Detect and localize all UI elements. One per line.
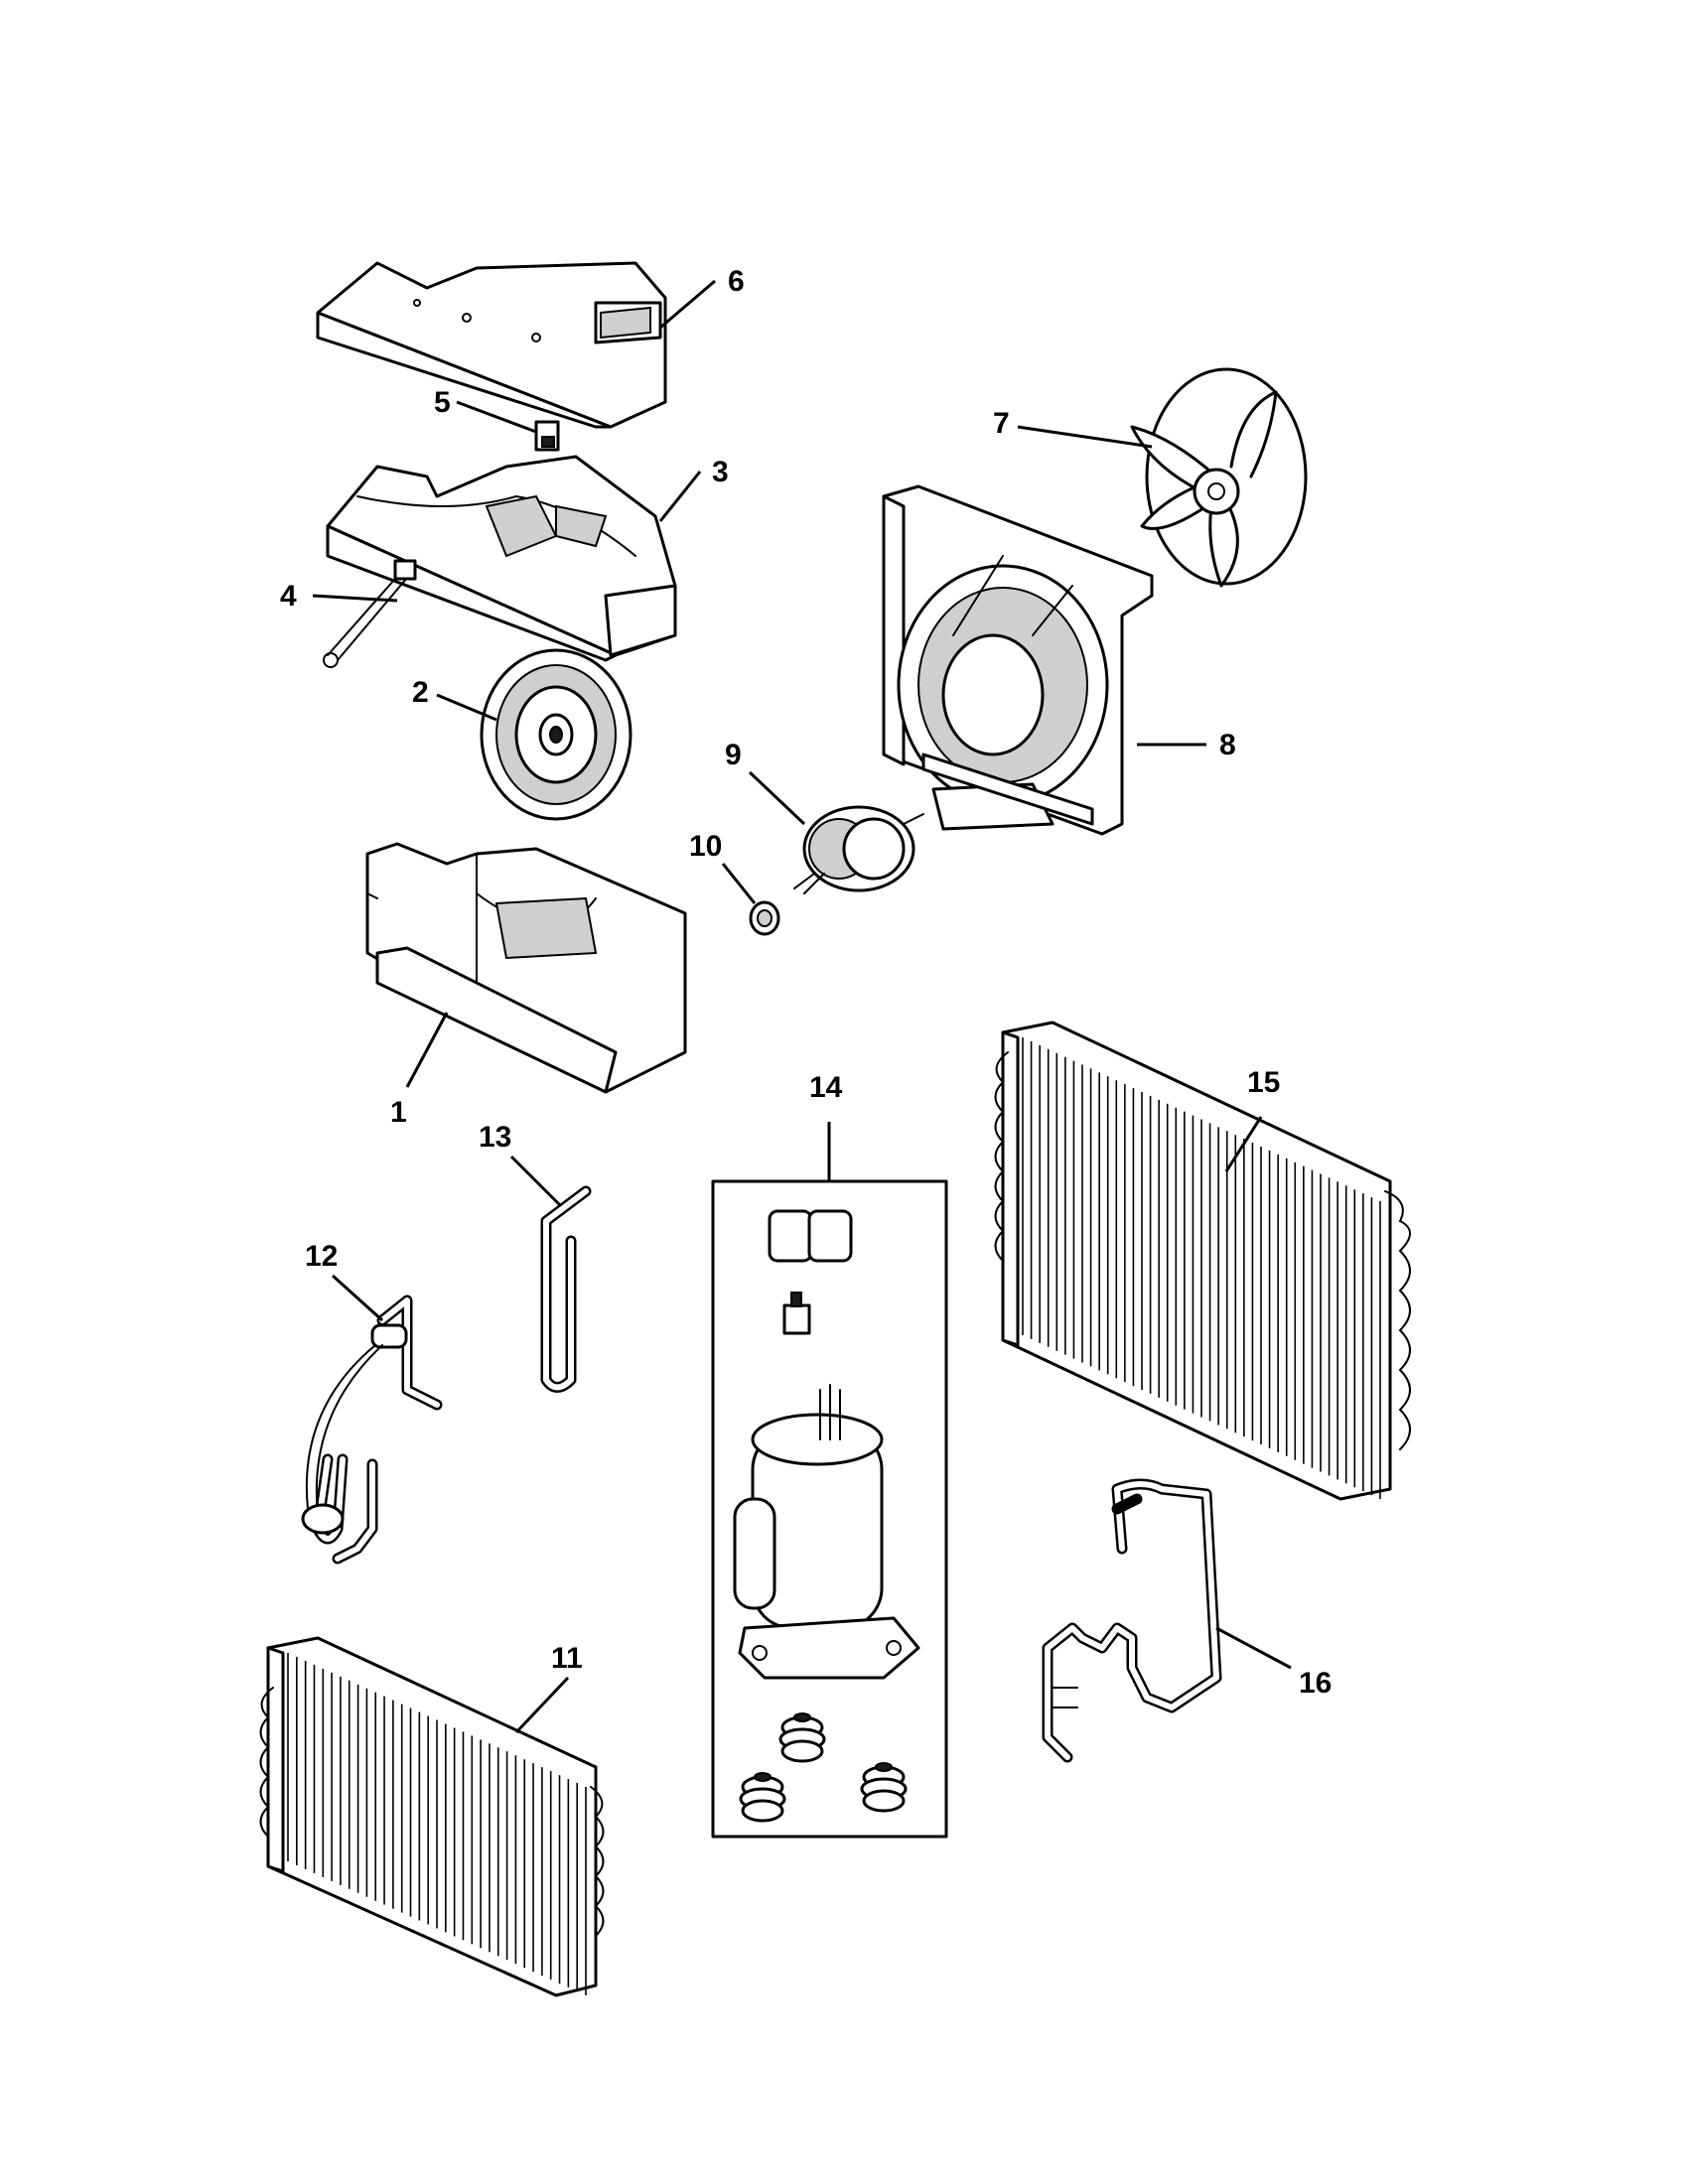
callout-14: 14 [809,1071,843,1104]
callout-8: 8 [1219,729,1236,761]
grommet-left [739,1772,786,1823]
leader-6 [659,279,716,330]
callout-5: 5 [434,386,451,419]
leader-1 [405,1012,449,1088]
leader-15 [1224,1116,1263,1172]
callout-labels: 6 5 3 4 2 1 7 8 9 10 14 15 13 12 11 16 [280,265,1332,1700]
leader-5 [456,400,537,434]
leader-11 [514,1676,570,1734]
leader-7 [1017,425,1153,449]
leader-lines [312,279,1292,1734]
callout-11: 11 [551,1642,583,1675]
part-7-fan-blade[interactable] [1130,367,1308,588]
callout-12: 12 [305,1240,338,1273]
leader-2 [436,693,497,722]
grommet-top [778,1712,826,1763]
leader-4 [312,594,398,603]
part-8-fan-shroud[interactable] [882,484,1154,836]
callout-13: 13 [479,1121,511,1154]
callout-1: 1 [390,1096,407,1129]
part-4-sensor-bracket[interactable] [323,559,417,668]
part-16-tube-assembly[interactable] [1042,1478,1222,1763]
part-9-fan-motor[interactable] [793,805,924,894]
part-15-condenser-coil[interactable] [994,1021,1411,1501]
callout-7: 7 [993,407,1010,440]
part-5-block[interactable] [534,420,560,452]
grommet-right [860,1762,908,1813]
leader-13 [509,1155,563,1208]
leader-12 [331,1274,384,1322]
callout-2: 2 [412,676,429,709]
part-10-nut[interactable] [749,900,780,936]
part-3-base-pan[interactable] [326,455,677,662]
callout-15: 15 [1247,1066,1280,1099]
part-11-evaporator-coil[interactable] [259,1636,605,1997]
callout-6: 6 [728,265,745,298]
callout-4: 4 [280,580,297,613]
part-14-compressor-kit[interactable] [711,1179,948,1839]
part-2-blower-wheel[interactable] [480,648,633,821]
part-1-scroll-housing[interactable] [365,842,687,1094]
callout-10: 10 [689,830,722,863]
part-13-tube[interactable] [540,1185,592,1393]
leader-10 [721,863,757,904]
leader-3 [658,471,702,522]
callout-3: 3 [712,456,729,488]
callout-9: 9 [725,739,742,771]
leader-9 [748,770,806,826]
callout-16: 16 [1299,1667,1332,1700]
leader-16 [1215,1626,1292,1670]
part-6-top-cover[interactable] [316,261,667,429]
part-12-capillary-assembly[interactable] [301,1295,443,1565]
